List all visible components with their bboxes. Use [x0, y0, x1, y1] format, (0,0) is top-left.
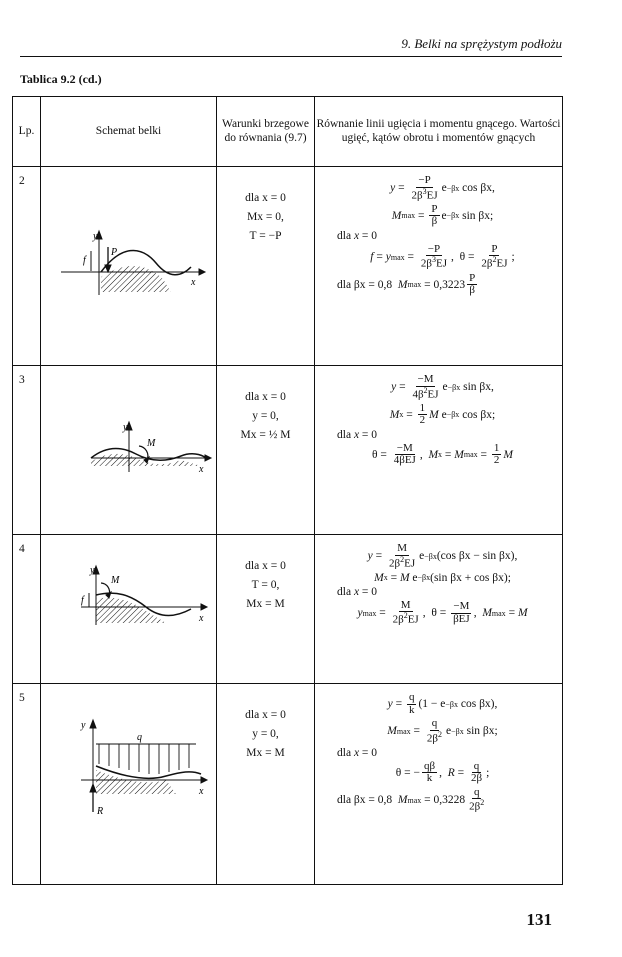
label-f: f: [81, 595, 85, 606]
row-number: 2: [12, 166, 41, 366]
table-row: 2 y P f x: [12, 166, 563, 366]
label-q: q: [137, 732, 142, 743]
boundary-conditions: dla x = 0 y = 0, Mx = ½ M: [216, 365, 315, 535]
row-number: 3: [12, 365, 41, 535]
cond-line: Mx = M: [246, 746, 285, 759]
cond-line: Mx = ½ M: [240, 428, 291, 441]
cond-line: Mx = M: [246, 597, 285, 610]
label-x: x: [198, 786, 204, 797]
header-lp: Lp.: [12, 96, 41, 167]
label-x: x: [198, 464, 204, 475]
beam-schema: y M x: [40, 365, 217, 535]
cond-line: dla x = 0: [245, 391, 286, 403]
table-row: 3 y M x dla x = 0: [12, 365, 563, 535]
row-number: 5: [12, 683, 41, 885]
cond-line: dla x = 0: [245, 709, 286, 721]
label-y: y: [80, 720, 86, 731]
foundation-hatch: [101, 265, 171, 292]
page-number: 131: [526, 910, 553, 929]
label-m: M: [110, 575, 120, 586]
label-y: y: [89, 565, 95, 576]
row-number: 4: [12, 534, 41, 684]
boundary-conditions: dla x = 0 Mx = 0, T = −P: [216, 166, 315, 366]
table-title: Tablica 9.2 (cd.): [20, 72, 102, 86]
table-row: 4 y M f x dla x: [12, 534, 563, 684]
cond-line: Mx = 0,: [247, 210, 284, 223]
label-p: P: [110, 247, 117, 258]
cond-line: dla x = 0: [245, 192, 286, 204]
label-y: y: [122, 422, 128, 433]
cond-line: dla x = 0: [245, 560, 286, 572]
table-row: 5: [12, 683, 563, 885]
x-axis-arrow: [198, 268, 207, 276]
header-conditions: Warunki brzegowe do równania (9.7): [216, 96, 315, 167]
cond-line: T = 0,: [251, 578, 280, 591]
boundary-conditions: dla x = 0 y = 0, Mx = M: [216, 683, 315, 885]
beam-schema: y M f x: [40, 534, 217, 684]
header-equations: Równanie linii ugięcia i momentu gnącego…: [314, 96, 563, 167]
running-header: 9. Belki na sprężystym podłożu: [401, 36, 562, 51]
boundary-conditions: dla x = 0 T = 0, Mx = M: [216, 534, 315, 684]
table-header-row: Lp. Schemat belki Warunki brzegowe do ró…: [12, 96, 563, 167]
header-rule: [20, 56, 562, 57]
label-m: M: [146, 438, 156, 449]
beam-schema: y P f x: [40, 166, 217, 366]
label-x: x: [190, 277, 196, 288]
beam-table: Lp. Schemat belki Warunki brzegowe do ró…: [12, 96, 563, 885]
label-r: R: [96, 806, 103, 817]
cond-line: y = 0,: [252, 409, 279, 422]
beam-schema: y q R x: [40, 683, 217, 885]
deflection-curve: [100, 249, 192, 276]
label-f: f: [83, 255, 87, 266]
cond-line: y = 0,: [252, 727, 279, 740]
cond-line: T = −P: [249, 229, 282, 242]
label-x: x: [198, 613, 204, 624]
header-schema: Schemat belki: [40, 96, 217, 167]
label-y: y: [92, 231, 98, 242]
